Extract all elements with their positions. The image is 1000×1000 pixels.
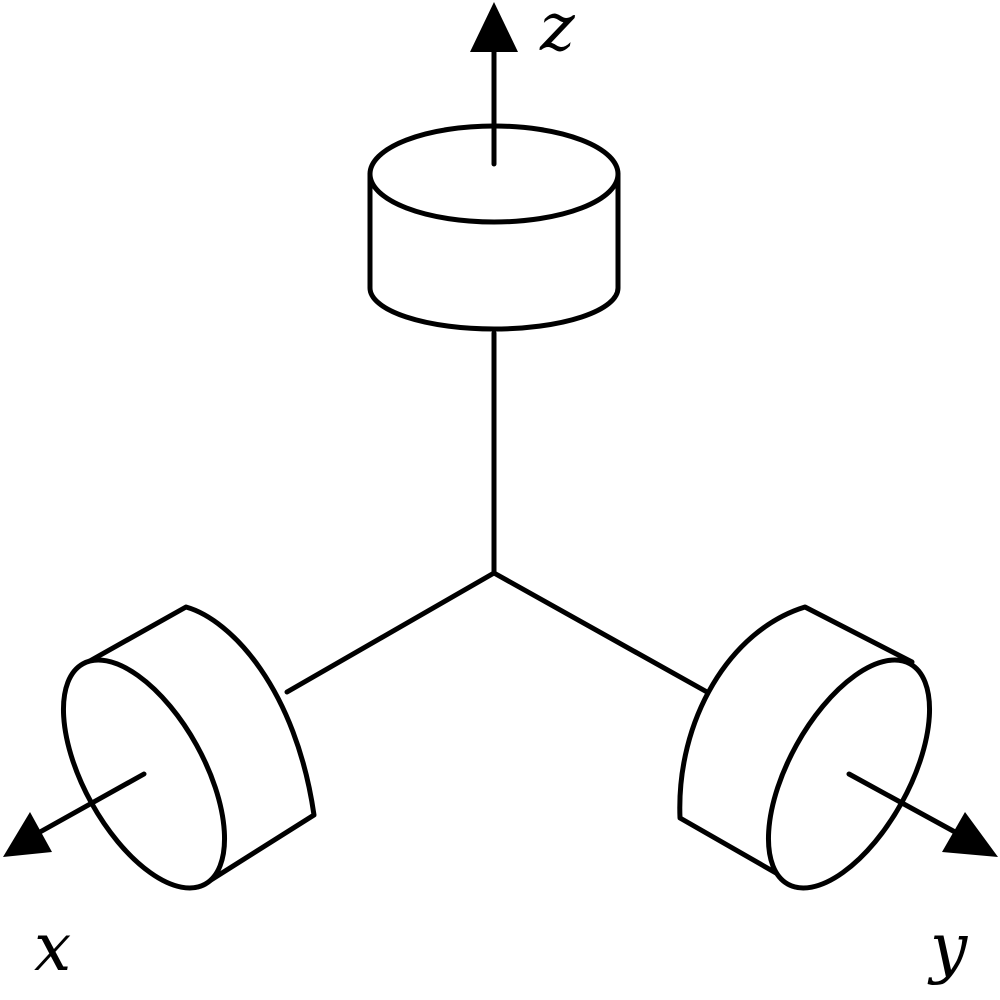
x-axis-arrowhead (3, 812, 52, 857)
z-cylinder (367, 123, 621, 332)
z-axis (470, 2, 518, 167)
x-axis-label: x (34, 909, 71, 986)
y-rod (491, 570, 710, 695)
y-axis (846, 771, 998, 857)
x-rod (284, 570, 497, 695)
x-cylinder (60, 604, 317, 891)
y-axis-line (846, 771, 958, 835)
x-cylinder-body (85, 604, 317, 888)
y-axis-label: y (927, 909, 968, 986)
y-cylinder (677, 604, 933, 891)
x-axis (3, 771, 147, 857)
z-axis-label: z (539, 0, 576, 66)
x-axis-line (37, 771, 147, 835)
hub-rods (284, 330, 710, 695)
z-axis-arrowhead (470, 2, 518, 52)
y-axis-arrowhead (942, 812, 998, 857)
